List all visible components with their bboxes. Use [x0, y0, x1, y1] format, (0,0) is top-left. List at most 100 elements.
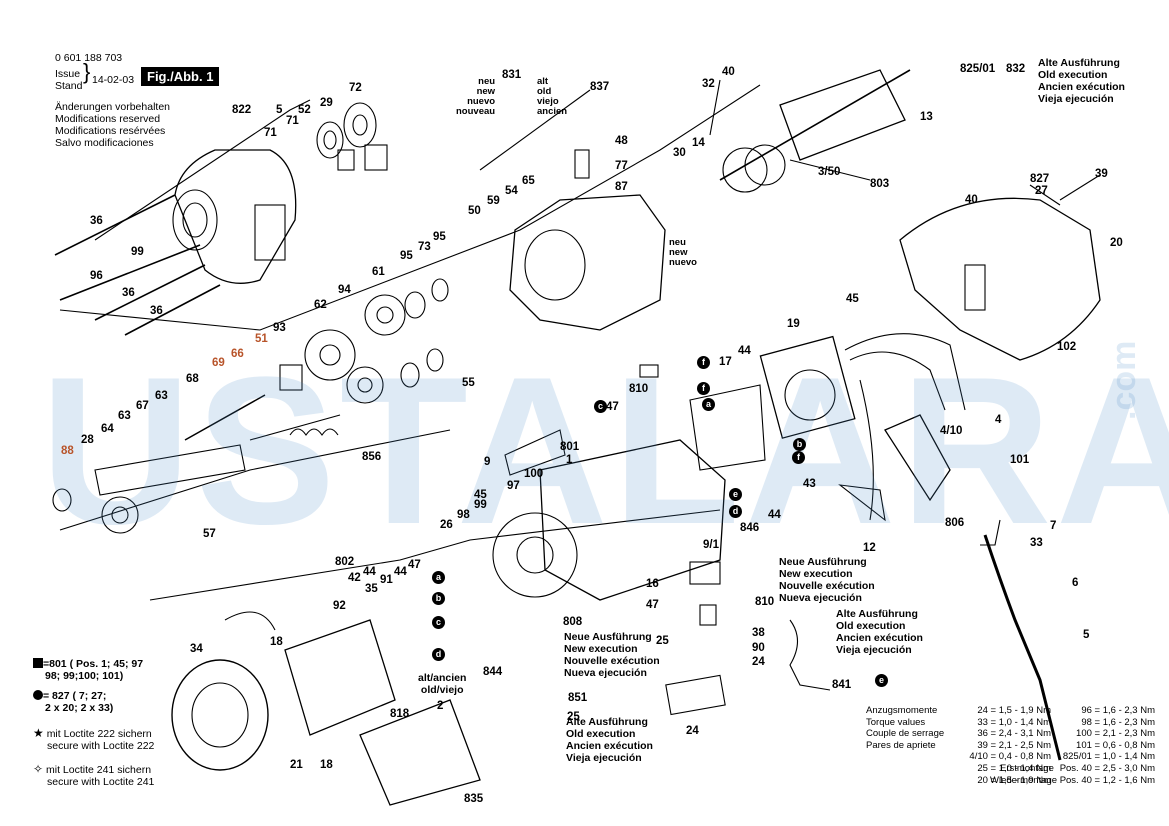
part-label: 5	[276, 104, 283, 116]
part-label: 40	[965, 194, 978, 206]
connection-marker: e	[729, 488, 742, 501]
part-label: 34	[190, 643, 203, 655]
part-label: 90	[752, 642, 765, 654]
part-label: 44	[363, 566, 376, 578]
part-label: 825/01	[960, 63, 996, 75]
part-label: 95	[400, 250, 413, 262]
part-label: 63	[155, 390, 168, 402]
part-label: 92	[333, 600, 346, 612]
part-label: 38	[752, 627, 765, 639]
part-label: 88	[61, 445, 74, 457]
part-label: 99	[474, 499, 487, 511]
part-label: 87	[615, 181, 628, 193]
part-label: 44	[394, 566, 407, 578]
connection-marker: b	[432, 592, 445, 605]
part-label: 50	[468, 205, 481, 217]
part-label: 18	[270, 636, 283, 648]
part-label: 101	[1010, 454, 1030, 466]
stand-label: Stand	[55, 80, 83, 92]
part-label: 63	[118, 410, 131, 422]
part-label: 36	[122, 287, 135, 299]
part-label: 25	[656, 635, 669, 647]
part-label: 66	[231, 348, 244, 360]
connection-marker: e	[875, 674, 888, 687]
part-label: 803	[870, 178, 890, 190]
part-label: 801	[560, 441, 580, 453]
torque-first-assembly: Erstmontage	[1000, 763, 1054, 774]
part-label: 96	[90, 270, 103, 282]
connection-marker: f	[697, 356, 710, 369]
part-label: 100	[524, 468, 544, 480]
part-label: 29	[320, 97, 333, 109]
part-label: 36	[90, 215, 103, 227]
part-label: 6	[1072, 577, 1079, 589]
part-label: 5	[1083, 629, 1090, 641]
part-label: 51	[255, 333, 268, 345]
part-label: 45	[474, 489, 487, 501]
legend-dot: = 827 ( 7; 27; 2 x 20; 2 x 33)	[33, 690, 113, 714]
modifications-notice: Änderungen vorbehalten Modifications res…	[55, 101, 171, 149]
legend-loctite-241: ✧ mit Loctite 241 sichern secure with Lo…	[33, 762, 155, 788]
part-label: 810	[629, 383, 649, 395]
part-label: 40	[722, 66, 735, 78]
part-label: 7	[1050, 520, 1057, 532]
part-label: 19	[787, 318, 800, 330]
part-label: 45	[846, 293, 859, 305]
watermark: USTALARA	[40, 333, 1169, 568]
part-label: 827	[1030, 173, 1050, 185]
part-label: 77	[615, 160, 628, 172]
part-label: 35	[365, 583, 378, 595]
part-label: 24	[752, 656, 765, 668]
issue-label: Issue	[55, 68, 81, 80]
part-label: 818	[390, 708, 410, 720]
brace-glyph: }	[83, 59, 91, 84]
part-label: 4/10	[940, 425, 963, 437]
part-label: 33	[1030, 537, 1043, 549]
part-label: 13	[920, 111, 933, 123]
part-label: 3/50	[818, 166, 841, 178]
part-number: 0 601 188 703	[55, 52, 123, 64]
connection-marker: a	[702, 398, 715, 411]
part-label: 73	[418, 241, 431, 253]
part-label: 4	[995, 414, 1002, 426]
part-label: 62	[314, 299, 327, 311]
part-label: 94	[338, 284, 351, 296]
part-label: 844	[483, 666, 503, 678]
part-label: 71	[286, 115, 299, 127]
part-label: 2	[437, 700, 444, 712]
part-label: 42	[348, 572, 361, 584]
part-label: 32	[702, 78, 715, 90]
part-label: 802	[335, 556, 355, 568]
part-label: 808	[563, 616, 583, 628]
connection-marker: c	[594, 400, 607, 413]
part-label: 72	[349, 82, 362, 94]
part-label: 65	[522, 175, 535, 187]
part-label: 99	[131, 246, 144, 258]
part-label: 851	[568, 692, 588, 704]
part-label: 36	[150, 305, 163, 317]
part-label: 48	[615, 135, 628, 147]
connection-marker: c	[432, 616, 445, 629]
part-label: 102	[1057, 341, 1077, 353]
part-label: 1	[566, 454, 573, 466]
part-label: 806	[945, 517, 965, 529]
part-label: 832	[1006, 63, 1026, 75]
part-label: 822	[232, 104, 252, 116]
part-label: 61	[372, 266, 385, 278]
torque-reassembly: Wiedermontage	[990, 775, 1058, 786]
part-label: 52	[298, 104, 311, 116]
part-label: 55	[462, 377, 475, 389]
part-label: 846	[740, 522, 760, 534]
connection-marker: a	[432, 571, 445, 584]
part-label: 68	[186, 373, 199, 385]
part-label: 57	[203, 528, 216, 540]
part-label: 47	[408, 559, 421, 571]
